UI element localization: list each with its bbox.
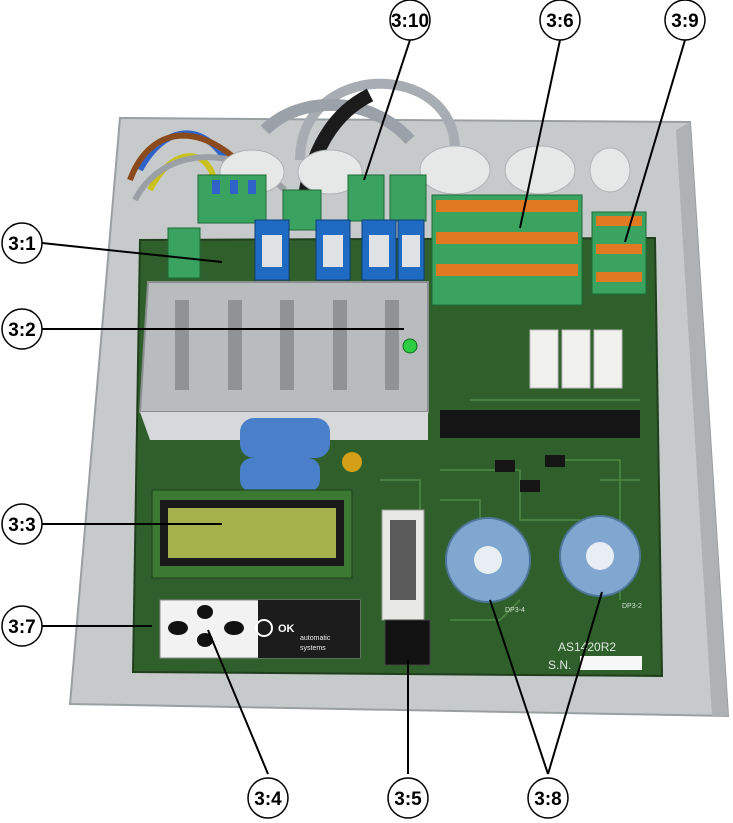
socket-right-silkscreen: DP3-2 — [622, 603, 642, 610]
callout-3-9: 3:9 — [664, 0, 706, 41]
arrow-down-key — [197, 633, 213, 647]
arrow-right-key — [224, 621, 244, 635]
ic-row — [440, 410, 640, 492]
callout-label: 3:8 — [534, 789, 561, 810]
callout-label: 3:9 — [671, 11, 698, 32]
callout-3-3: 3:3 — [1, 503, 43, 545]
callout-3-6: 3:6 — [539, 0, 581, 41]
callout-3-1: 3:1 — [1, 222, 43, 264]
leader-lines — [41, 39, 686, 775]
callout-label: 3:10 — [391, 11, 429, 32]
rj-connector — [384, 619, 431, 666]
lcd-screen — [168, 508, 336, 558]
relay-output-terminals — [591, 211, 647, 295]
callout-3-5: 3:5 — [387, 777, 429, 819]
callout-3-8: 3:8 — [527, 777, 569, 819]
gray-cable-2 — [260, 99, 415, 145]
arrow-up-key — [197, 605, 213, 619]
arrow-left-key — [168, 621, 188, 635]
callout-3-7: 3:7 — [1, 605, 43, 647]
ok-key — [255, 619, 273, 637]
cover-slots — [175, 300, 399, 390]
callout-label: 3:7 — [8, 617, 35, 638]
board-model-silkscreen: AS1420R2 — [558, 640, 616, 654]
callout-label: 3:6 — [546, 11, 573, 32]
keypad-panel: OK automatic systems — [159, 599, 361, 659]
plate-shadow-edge — [676, 122, 728, 716]
callout-3-2: 3:2 — [1, 308, 43, 350]
callout-3-10: 3:10 — [389, 0, 431, 41]
ok-label: OK — [278, 623, 295, 635]
gray-cable-loop — [295, 78, 460, 161]
io-terminal-block — [431, 194, 583, 306]
relay-socket-right — [559, 515, 641, 597]
callout-label: 3:2 — [8, 320, 35, 341]
relays — [529, 329, 623, 389]
callout-label: 3:3 — [8, 515, 35, 536]
relay-socket-left — [445, 517, 531, 603]
serial-sticker — [580, 656, 642, 670]
mains-terminals — [167, 174, 427, 279]
brand-line-1: automatic — [300, 635, 331, 642]
callout-label: 3:4 — [254, 789, 282, 810]
callout-label: 3:1 — [8, 234, 36, 255]
serial-silkscreen: S.N. — [548, 658, 571, 672]
callout-3-4: 3:4 — [247, 777, 289, 819]
socket-left-silkscreen: DP3-4 — [505, 607, 525, 614]
header-pins — [390, 520, 416, 600]
callout-label: 3:5 — [394, 789, 422, 810]
capacitors — [240, 418, 362, 492]
brand-line-2: systems — [300, 645, 326, 652]
cable-glands — [219, 145, 631, 195]
fuse-holders — [254, 219, 425, 281]
green-led — [402, 338, 418, 354]
